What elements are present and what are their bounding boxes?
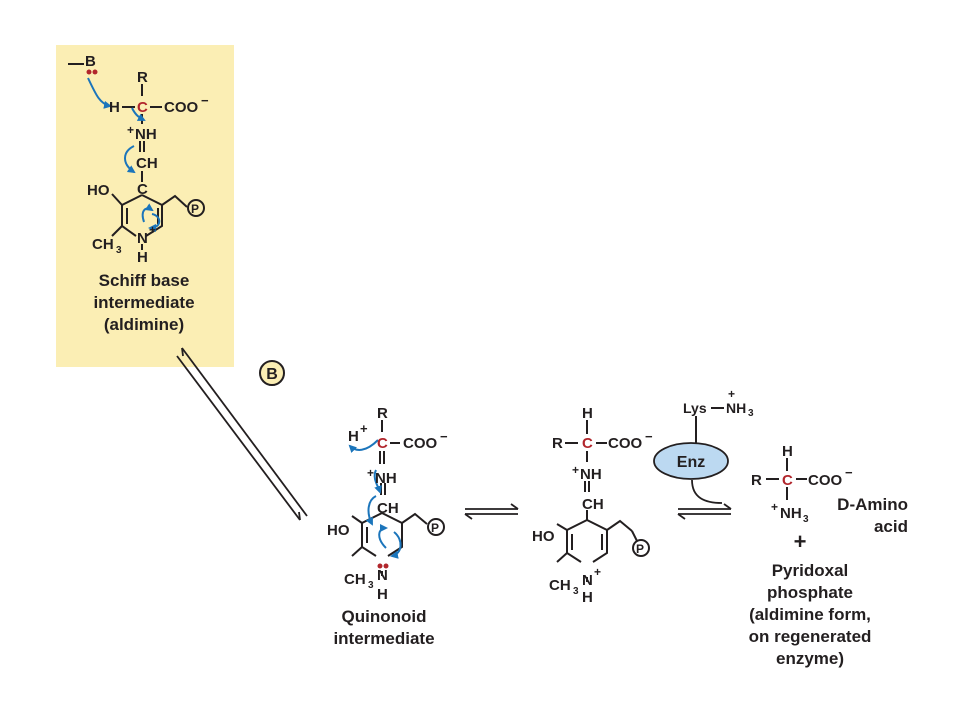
- svg-text:3: 3: [803, 514, 809, 525]
- svg-text:R: R: [552, 435, 563, 452]
- svg-text:+: +: [360, 421, 368, 436]
- svg-text:R: R: [377, 405, 388, 422]
- svg-text:H: H: [348, 428, 359, 445]
- lone-pair-dot: [383, 563, 389, 569]
- svg-text:HO: HO: [327, 522, 350, 539]
- svg-text:C: C: [582, 435, 593, 452]
- svg-text:HO: HO: [87, 182, 110, 199]
- svg-text:N: N: [377, 567, 388, 584]
- lone-pair-dot: [86, 69, 92, 75]
- svg-text:3: 3: [573, 586, 579, 597]
- svg-text:R: R: [751, 472, 762, 489]
- svg-text:−: −: [201, 93, 209, 108]
- svg-text:CH: CH: [136, 155, 158, 172]
- product-plus-sign: +: [793, 529, 807, 554]
- svg-text:CH: CH: [549, 577, 571, 594]
- svg-text:R: R: [137, 69, 148, 86]
- enzyme-oval: [653, 442, 729, 480]
- equilibrium-arrow-2: [677, 479, 732, 520]
- phosphate-symbol: P: [191, 202, 199, 216]
- svg-text:+: +: [771, 500, 778, 514]
- schiff-base-labels: B R H C COO − + NH CH C HO CH 3 N + H P: [85, 53, 209, 266]
- amino-acid-labels: H R C COO − + NH 3: [751, 443, 853, 525]
- svg-text:P: P: [431, 521, 439, 535]
- svg-text:Lys: Lys: [683, 400, 707, 416]
- svg-text:H: H: [137, 249, 148, 266]
- svg-text:H: H: [582, 405, 593, 422]
- svg-text:NH: NH: [780, 505, 802, 522]
- svg-text:NH: NH: [375, 470, 397, 487]
- lone-pair-dot: [92, 69, 98, 75]
- svg-text:CH: CH: [92, 236, 114, 253]
- enzyme-lysine: Lys NH 3 + Enz: [653, 387, 754, 480]
- svg-text:+: +: [728, 387, 735, 401]
- svg-text:+: +: [149, 223, 156, 237]
- svg-text:COO: COO: [608, 435, 643, 452]
- svg-text:3: 3: [368, 580, 374, 591]
- svg-text:NH: NH: [135, 126, 157, 143]
- amino-acid-caption: D-Amino acid: [837, 495, 908, 536]
- svg-text:H: H: [582, 589, 593, 606]
- svg-text:NH: NH: [580, 466, 602, 483]
- equilibrium-arrow-1: [464, 503, 519, 520]
- schiff-base-arrows: [87, 77, 161, 232]
- svg-text:CH: CH: [377, 500, 399, 517]
- svg-text:COO: COO: [403, 435, 438, 452]
- svg-text:B: B: [266, 366, 278, 383]
- svg-text:+: +: [127, 123, 134, 137]
- schiff-base-structure: [68, 63, 205, 250]
- lone-pair-dot: [377, 563, 383, 569]
- svg-text:C: C: [782, 472, 793, 489]
- svg-text:H: H: [782, 443, 793, 460]
- quinonoid-labels: R H + C COO − + NH CH HO CH 3 N H P: [327, 405, 448, 603]
- step-badge: B: [259, 360, 285, 386]
- svg-text:HO: HO: [532, 528, 555, 545]
- svg-text:+: +: [367, 466, 374, 480]
- svg-text:CH: CH: [582, 496, 604, 513]
- svg-text:H: H: [109, 99, 120, 116]
- aldimine-structure: [556, 420, 650, 582]
- svg-text:N: N: [137, 230, 148, 247]
- svg-text:3: 3: [748, 408, 754, 419]
- svg-text:−: −: [845, 465, 853, 480]
- svg-text:C: C: [137, 181, 148, 198]
- svg-text:+: +: [572, 463, 579, 477]
- svg-text:+: +: [594, 565, 601, 579]
- svg-text:CH: CH: [344, 571, 366, 588]
- svg-text:H: H: [377, 586, 388, 603]
- svg-text:COO: COO: [164, 99, 199, 116]
- svg-text:N: N: [582, 572, 593, 589]
- equilibrium-arrow-long: [176, 347, 308, 521]
- alpha-carbon: C: [137, 99, 148, 116]
- aldimine-labels: H R C COO − + NH CH HO CH 3 N + H P: [532, 405, 653, 606]
- svg-text:−: −: [440, 429, 448, 444]
- plp-caption: Pyridoxal phosphate (aldimine form, on r…: [748, 561, 872, 668]
- quinonoid-caption: Quinonoid intermediate: [333, 607, 435, 648]
- svg-text:Enz: Enz: [677, 454, 705, 471]
- quinonoid-arrows: [348, 439, 402, 559]
- svg-text:C: C: [377, 435, 388, 452]
- svg-text:−: −: [645, 429, 653, 444]
- svg-text:P: P: [636, 542, 644, 556]
- svg-text:COO: COO: [808, 472, 843, 489]
- base-atom: B: [85, 53, 96, 70]
- schiff-base-caption: Schiff base intermediate (aldimine): [93, 271, 195, 334]
- amino-acid-structure: [766, 458, 807, 500]
- svg-text:NH: NH: [726, 400, 746, 416]
- svg-text:3: 3: [116, 245, 122, 256]
